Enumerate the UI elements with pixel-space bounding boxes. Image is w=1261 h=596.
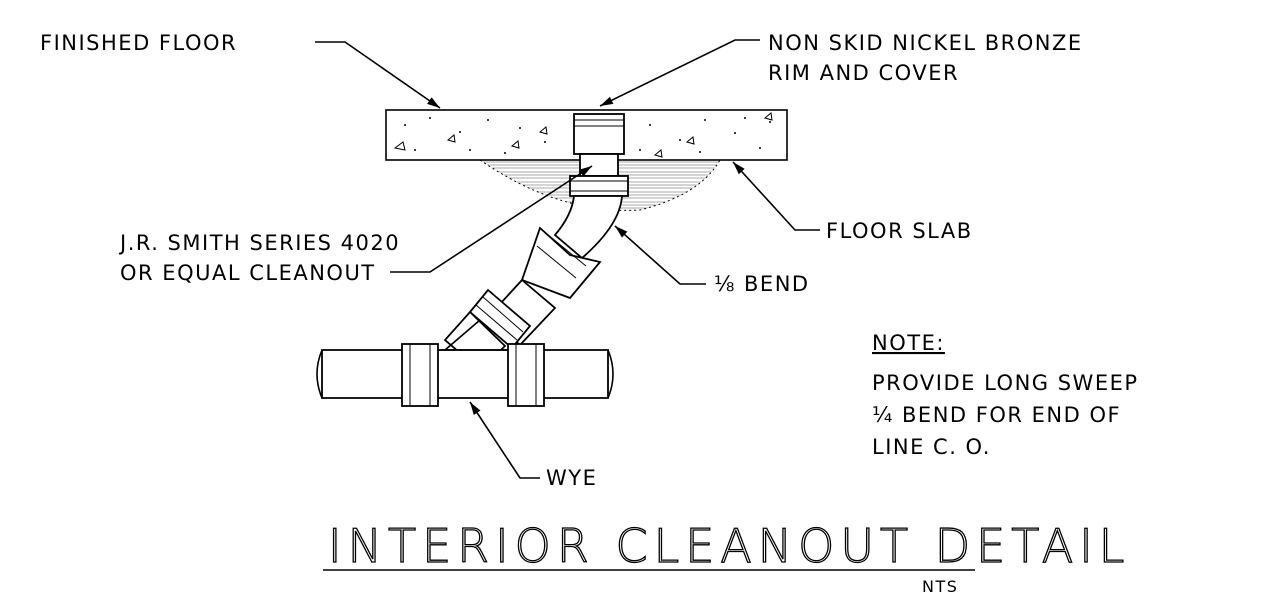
label-floor-slab: FLOOR SLAB <box>826 219 973 243</box>
cleanout-riser <box>569 113 629 197</box>
label-cleanout-line2: OR EQUAL CLEANOUT <box>120 261 376 285</box>
note-line2: ¼ BEND FOR END OF <box>872 403 1121 427</box>
note-line1: PROVIDE LONG SWEEP <box>872 371 1139 395</box>
label-rim-line1: NON SKID NICKEL BRONZE <box>768 31 1083 55</box>
scale-label: NTS <box>922 577 958 596</box>
note-line3: LINE C. O. <box>872 435 991 459</box>
label-bend: ⅛ BEND <box>714 272 810 296</box>
leaders <box>315 39 975 571</box>
note-heading: NOTE: <box>872 331 945 355</box>
label-rim-line2: RIM AND COVER <box>768 61 959 85</box>
label-cleanout-line1: J.R. SMITH SERIES 4020 <box>118 231 400 255</box>
label-wye: WYE <box>546 466 597 490</box>
label-finished-floor: FINISHED FLOOR <box>40 31 237 55</box>
detail-title: INTERIOR CLEANOUT DETAIL <box>328 519 1130 573</box>
horizontal-main <box>316 319 614 407</box>
